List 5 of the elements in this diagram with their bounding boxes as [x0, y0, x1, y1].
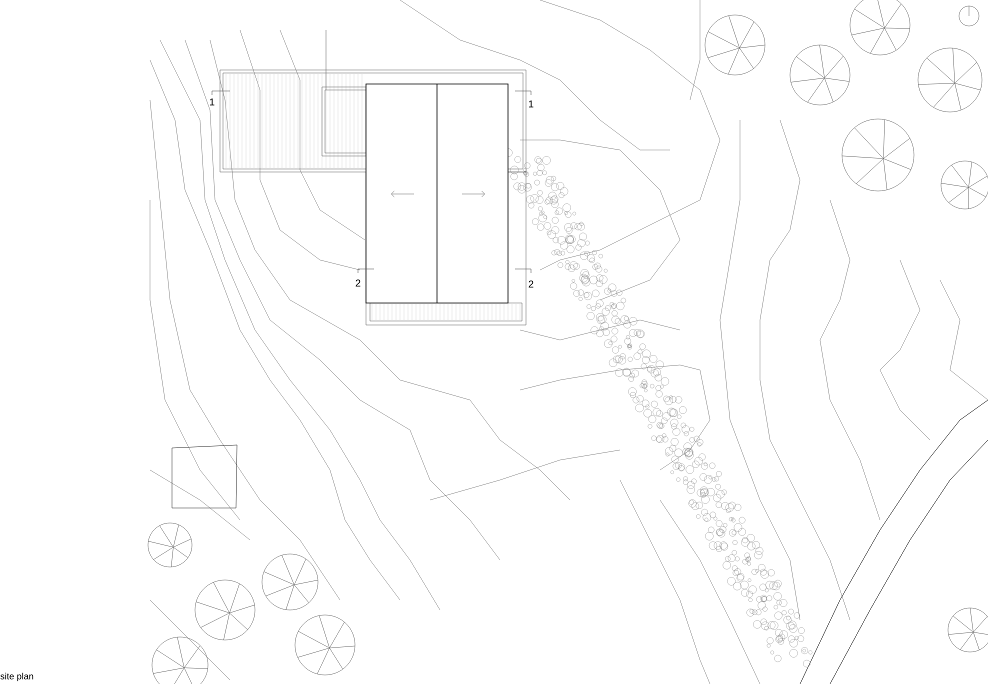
section-marker: 1 — [529, 100, 534, 108]
section-marker: 2 — [528, 280, 534, 288]
section-marker: 2 — [356, 280, 360, 286]
section-marker: 1 — [210, 98, 214, 106]
caption: site plan — [0, 672, 34, 682]
